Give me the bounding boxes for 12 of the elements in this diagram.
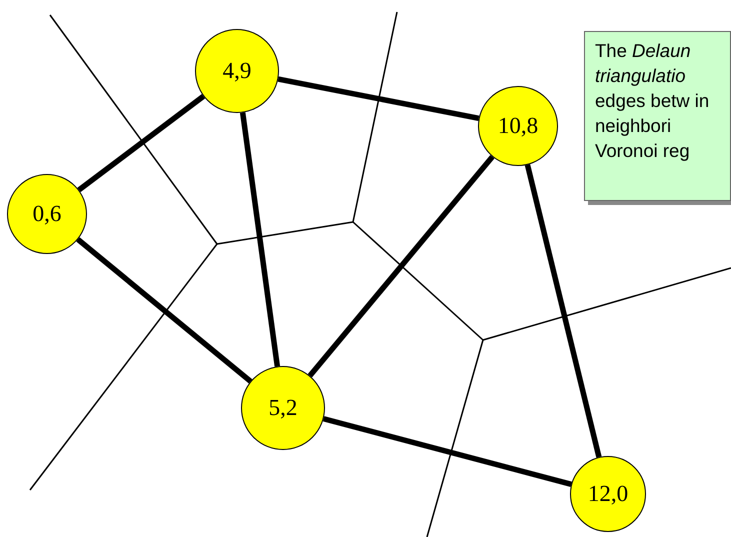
- point-label: 12,0: [588, 481, 628, 507]
- connector-line: [524, 164, 602, 458]
- connector-line: [76, 237, 252, 384]
- point-label: 4,9: [222, 58, 252, 84]
- point-label: 5,2: [268, 395, 298, 421]
- connector-line: [77, 94, 206, 192]
- connector-line: [308, 154, 494, 378]
- point-label: 0,6: [32, 201, 62, 227]
- connector-line: [240, 112, 280, 367]
- connector-line: [322, 416, 572, 487]
- point-label: 10,8: [498, 113, 538, 139]
- connector-line: [278, 76, 480, 122]
